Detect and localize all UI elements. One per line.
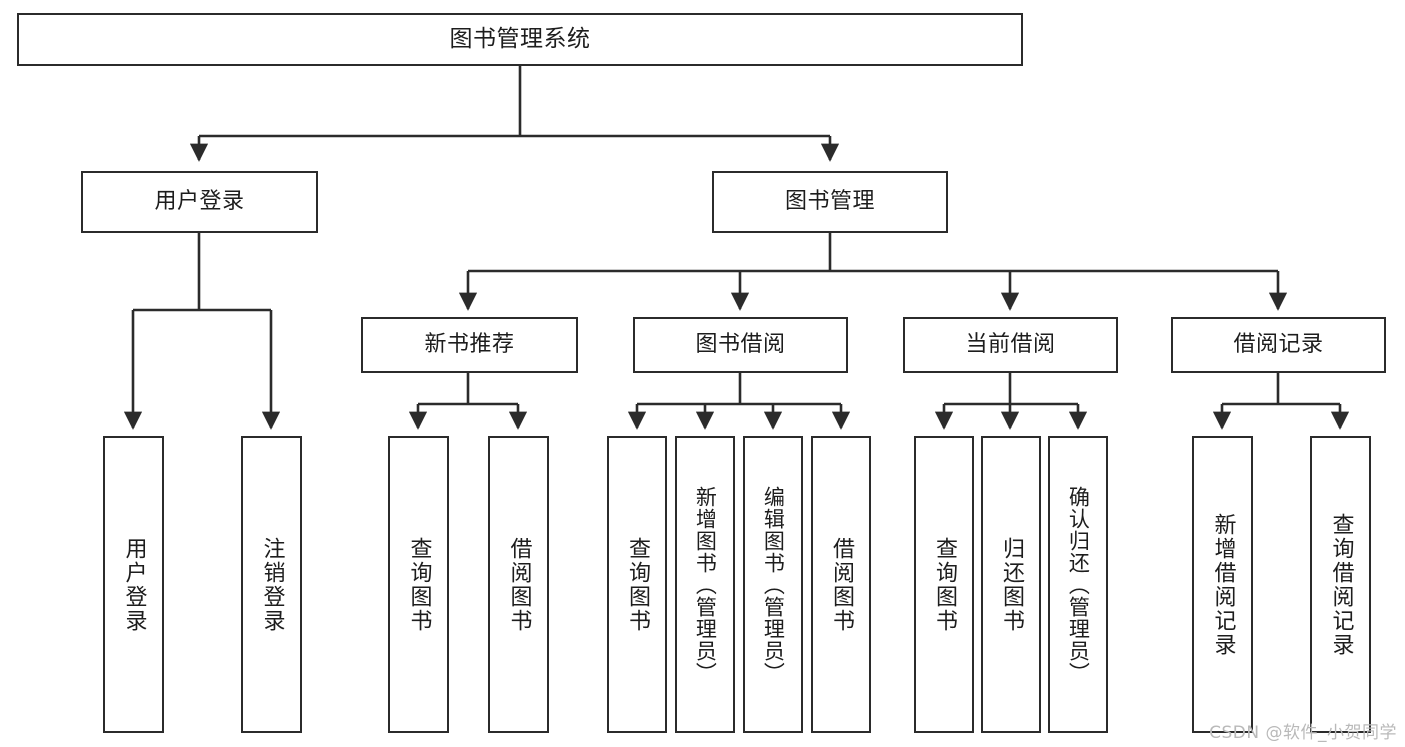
node-label: 查询图书 (931, 536, 957, 633)
node-label: 新增图书（管理员） (693, 485, 718, 684)
node-leaf-user-login[interactable]: 用户登录 (103, 436, 164, 733)
node-label: 编辑图书（管理员） (761, 485, 786, 684)
node-leaf-logout[interactable]: 注销登录 (241, 436, 302, 733)
node-leaf-add-book-admin[interactable]: 新增图书（管理员） (675, 436, 735, 733)
node-label: 用户登录 (154, 189, 245, 215)
node-label: 图书借阅 (695, 332, 786, 358)
watermark-text: CSDN @软件_小贺同学 (1209, 723, 1397, 743)
node-label: 查询图书 (624, 536, 650, 633)
node-borrow-record[interactable]: 借阅记录 (1171, 317, 1386, 373)
node-leaf-query-book-current[interactable]: 查询图书 (914, 436, 974, 733)
node-user-login[interactable]: 用户登录 (81, 171, 318, 233)
node-label: 确认归还（管理员） (1066, 485, 1091, 684)
node-label: 注销登录 (259, 536, 285, 633)
node-label: 新增借阅记录 (1210, 512, 1236, 657)
node-label: 图书管理 (784, 189, 875, 215)
node-label: 归还图书 (998, 536, 1024, 633)
node-label: 借阅记录 (1233, 332, 1324, 358)
node-root-system[interactable]: 图书管理系统 (17, 13, 1023, 66)
node-book-borrow[interactable]: 图书借阅 (633, 317, 848, 373)
node-leaf-return-book[interactable]: 归还图书 (981, 436, 1041, 733)
node-leaf-borrow-book[interactable]: 借阅图书 (811, 436, 871, 733)
node-leaf-query-book-borrow[interactable]: 查询图书 (607, 436, 667, 733)
node-label: 图书管理系统 (449, 26, 591, 53)
node-label: 查询借阅记录 (1328, 512, 1354, 657)
node-leaf-query-book-recommend[interactable]: 查询图书 (388, 436, 449, 733)
node-label: 查询图书 (406, 536, 432, 633)
node-label: 新书推荐 (424, 332, 515, 358)
node-label: 借阅图书 (828, 536, 854, 633)
node-current-borrow[interactable]: 当前借阅 (903, 317, 1118, 373)
node-label: 用户登录 (121, 536, 147, 633)
node-leaf-add-borrow-record[interactable]: 新增借阅记录 (1192, 436, 1253, 733)
node-label: 当前借阅 (965, 332, 1056, 358)
node-book-management[interactable]: 图书管理 (712, 171, 948, 233)
node-leaf-borrow-book-recommend[interactable]: 借阅图书 (488, 436, 549, 733)
node-leaf-edit-book-admin[interactable]: 编辑图书（管理员） (743, 436, 803, 733)
node-new-book-recommend[interactable]: 新书推荐 (361, 317, 578, 373)
node-leaf-confirm-return-admin[interactable]: 确认归还（管理员） (1048, 436, 1108, 733)
node-label: 借阅图书 (506, 536, 532, 633)
node-leaf-query-borrow-record[interactable]: 查询借阅记录 (1310, 436, 1371, 733)
